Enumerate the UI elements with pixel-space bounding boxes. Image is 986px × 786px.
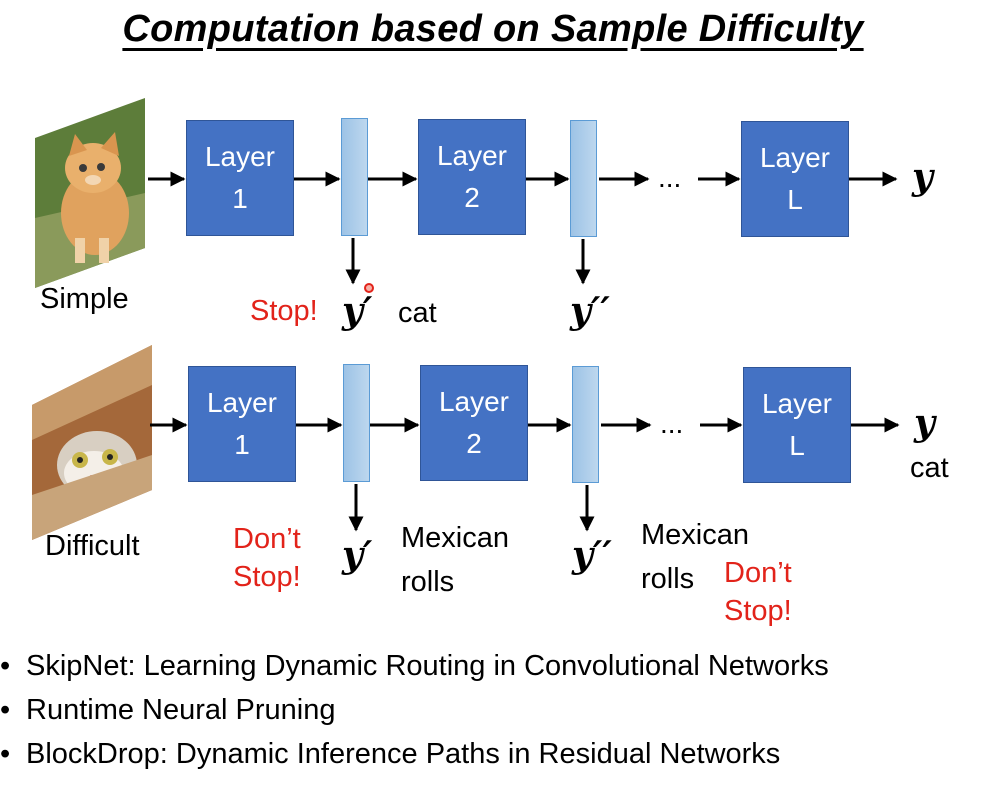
reference-text: BlockDrop: Dynamic Inference Paths in Re… bbox=[26, 738, 781, 770]
layer-L-number: L bbox=[787, 184, 803, 215]
layer-1-number: 1 bbox=[232, 183, 248, 214]
exit-1-prime: ′ bbox=[362, 534, 373, 576]
prediction-line-2: rolls bbox=[641, 563, 695, 595]
stop-line: Stop! bbox=[724, 595, 792, 627]
exit-classifier-1 bbox=[343, 364, 370, 482]
exit-2-symbol: y bbox=[570, 290, 591, 332]
exit-2-prime: ′′ bbox=[590, 290, 610, 332]
layer-L-box: Layer L bbox=[743, 367, 851, 483]
final-output-y: y bbox=[912, 156, 933, 198]
exit-1-prime: ′ bbox=[362, 290, 373, 332]
exit-1-prediction: cat bbox=[398, 297, 437, 329]
final-prediction: cat bbox=[910, 452, 949, 484]
bullet-icon: • bbox=[0, 738, 11, 770]
dont-line: Don’t bbox=[724, 557, 792, 589]
slide-title: Computation based on Sample Difficulty bbox=[122, 8, 864, 50]
layer-2-number: 2 bbox=[466, 428, 482, 459]
kitten-photo bbox=[35, 98, 145, 288]
ellipsis: ... bbox=[658, 162, 682, 193]
reference-text: SkipNet: Learning Dynamic Routing in Con… bbox=[26, 650, 829, 682]
exit-1-symbol: y bbox=[342, 534, 363, 576]
dont-stop-label-2: Don’t Stop! bbox=[724, 554, 792, 630]
reference-item: • Runtime Neural Pruning bbox=[0, 688, 829, 732]
cat-in-bag-photo bbox=[32, 345, 152, 540]
layer-1-box: Layer 1 bbox=[188, 366, 296, 482]
layer-2-box: Layer 2 bbox=[418, 119, 526, 235]
layer-2-number: 2 bbox=[464, 182, 480, 213]
ellipsis: ... bbox=[660, 408, 684, 439]
reference-item: • BlockDrop: Dynamic Inference Paths in R… bbox=[0, 732, 829, 776]
exit-classifier-2 bbox=[570, 120, 597, 237]
layer-2-label: Layer bbox=[438, 386, 510, 417]
simple-label: Simple bbox=[40, 283, 129, 315]
prediction-line-1: Mexican bbox=[641, 519, 749, 551]
dont-line: Don’t bbox=[233, 523, 301, 555]
difficult-label: Difficult bbox=[45, 530, 140, 562]
exit-1-prediction: Mexican rolls bbox=[401, 516, 509, 604]
exit-1-symbol: y bbox=[342, 290, 363, 332]
layer-2-label: Layer bbox=[436, 140, 508, 171]
reference-list: • SkipNet: Learning Dynamic Routing in Co… bbox=[0, 644, 829, 776]
exit-2-output: y′′ bbox=[570, 290, 610, 332]
cursor-dot bbox=[364, 283, 374, 293]
final-output-y: y bbox=[914, 402, 935, 444]
bullet-icon: • bbox=[0, 694, 11, 726]
layer-L-number: L bbox=[789, 430, 805, 461]
exit-2-prime: ′′ bbox=[592, 534, 612, 576]
exit-2-output: y′′ bbox=[572, 534, 612, 576]
bullet-icon: • bbox=[0, 650, 11, 682]
exit-classifier-2 bbox=[572, 366, 599, 483]
layer-1-box: Layer 1 bbox=[186, 120, 294, 236]
prediction-line-2: rolls bbox=[401, 566, 455, 598]
reference-item: • SkipNet: Learning Dynamic Routing in Co… bbox=[0, 644, 829, 688]
stop-label: Stop! bbox=[250, 295, 318, 327]
stop-line: Stop! bbox=[233, 561, 301, 593]
prediction-line-1: Mexican bbox=[401, 522, 509, 554]
dont-stop-label-1: Don’t Stop! bbox=[233, 520, 301, 596]
layer-1-label: Layer bbox=[204, 141, 276, 172]
exit-2-prediction: Mexican rolls bbox=[641, 513, 749, 601]
layer-L-box: Layer L bbox=[741, 121, 849, 237]
exit-classifier-1 bbox=[341, 118, 368, 236]
exit-2-symbol: y bbox=[572, 534, 593, 576]
layer-2-box: Layer 2 bbox=[420, 365, 528, 481]
layer-L-label: Layer bbox=[759, 142, 831, 173]
layer-1-number: 1 bbox=[234, 429, 250, 460]
layer-L-label: Layer bbox=[761, 388, 833, 419]
exit-1-output: y′ bbox=[342, 290, 372, 332]
layer-1-label: Layer bbox=[206, 387, 278, 418]
reference-text: Runtime Neural Pruning bbox=[26, 694, 336, 726]
exit-1-output: y′ bbox=[342, 534, 372, 576]
